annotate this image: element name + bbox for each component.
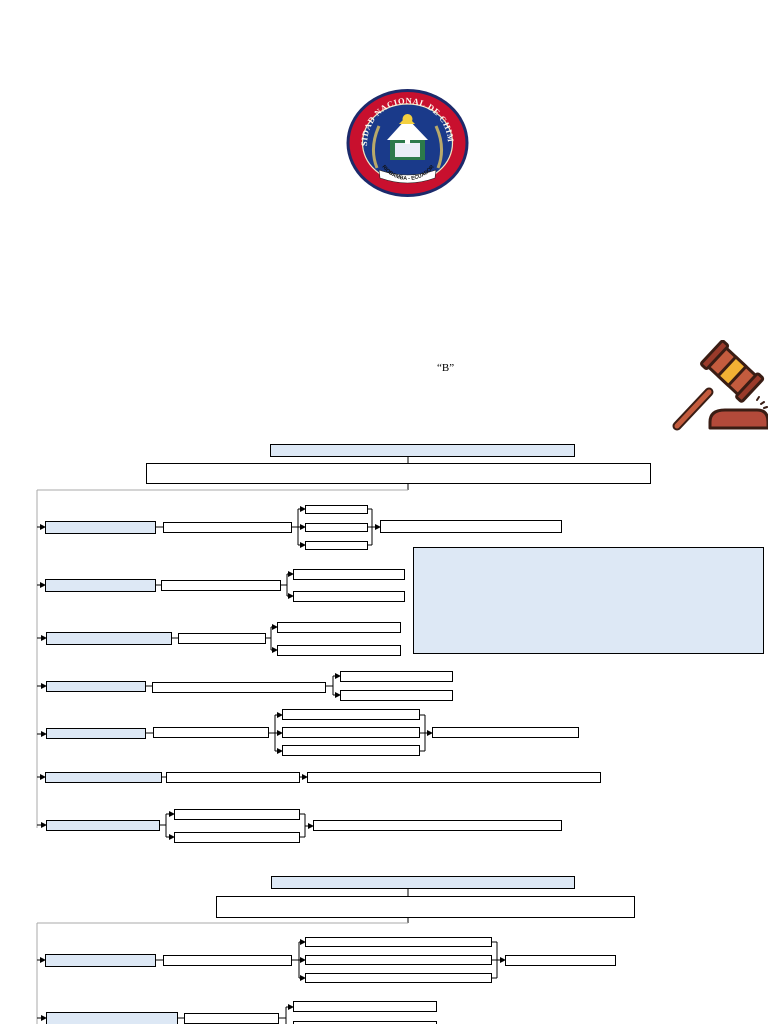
map-1-row-7-item-1 bbox=[174, 809, 300, 820]
map-1-row-5-result bbox=[432, 727, 579, 738]
university-seal-logo: UNIVERSIDAD NACIONAL DE CHIMBORAZO RIOBA… bbox=[341, 80, 470, 198]
map-1-row-5-item-2 bbox=[282, 727, 420, 738]
map-1-row-7-item-2 bbox=[174, 832, 300, 843]
map-1-subtitle-box bbox=[146, 463, 651, 484]
map-1-row-1-item-3 bbox=[305, 541, 368, 550]
map-2-row-2-item-1 bbox=[293, 1001, 437, 1012]
map-1-row-6-concept bbox=[166, 772, 300, 783]
map-1-row-1-result bbox=[380, 520, 562, 533]
map-1-row-4-concept bbox=[152, 682, 326, 693]
map-1-row-5-concept bbox=[153, 727, 269, 738]
map-1-row-2-item-2 bbox=[293, 591, 405, 602]
gavel-icon bbox=[665, 339, 768, 435]
map-2-subtitle-box bbox=[216, 896, 635, 918]
map-2-row-1-item-1 bbox=[305, 937, 492, 947]
map-1-row-3-item-2 bbox=[277, 645, 401, 656]
map-1-row-5-item-3 bbox=[282, 745, 420, 756]
map-1-row-6-result bbox=[307, 772, 601, 783]
map-1-row-1-heading bbox=[45, 521, 156, 534]
map-1-row-4-heading bbox=[46, 681, 146, 692]
map-2-row-1-item-2 bbox=[305, 955, 492, 965]
map-1-row-4-item-1 bbox=[340, 671, 453, 682]
map-1-row-2-heading bbox=[45, 579, 156, 592]
map-1-row-2-concept bbox=[161, 580, 281, 591]
map-1-row-1-item-1 bbox=[305, 505, 368, 514]
map-2-row-1-heading bbox=[45, 954, 156, 967]
map-1-row-4-item-2 bbox=[340, 690, 453, 701]
map-1-row-5-item-1 bbox=[282, 709, 420, 720]
map-1-row-6-heading bbox=[45, 772, 162, 783]
map-1-row-3-item-1 bbox=[277, 622, 401, 633]
map-1-row-7-result bbox=[313, 820, 562, 831]
map-2-row-1-item-3 bbox=[305, 973, 492, 983]
map-1-row-3-heading bbox=[46, 632, 172, 645]
map-1-row-3-concept bbox=[178, 633, 266, 644]
map-1-row-2-item-1 bbox=[293, 569, 405, 580]
map-1-row-1-concept bbox=[163, 522, 292, 533]
map-1-row-7-heading bbox=[46, 820, 160, 831]
map-1-row-1-item-2 bbox=[305, 523, 368, 532]
map-2-row-1-concept bbox=[163, 955, 292, 966]
map-2-row-2-heading bbox=[46, 1012, 178, 1024]
map-1-row-5-heading bbox=[46, 728, 146, 739]
map-2-row-2-concept bbox=[184, 1013, 279, 1024]
map-2-row-1-result bbox=[505, 955, 616, 966]
map-1-title-box bbox=[270, 444, 575, 457]
map-2-title-box bbox=[271, 876, 575, 889]
map-2-row-2-item-2 bbox=[293, 1021, 437, 1024]
map-1-note-box bbox=[413, 547, 764, 654]
section-letter: “B” bbox=[437, 362, 455, 374]
